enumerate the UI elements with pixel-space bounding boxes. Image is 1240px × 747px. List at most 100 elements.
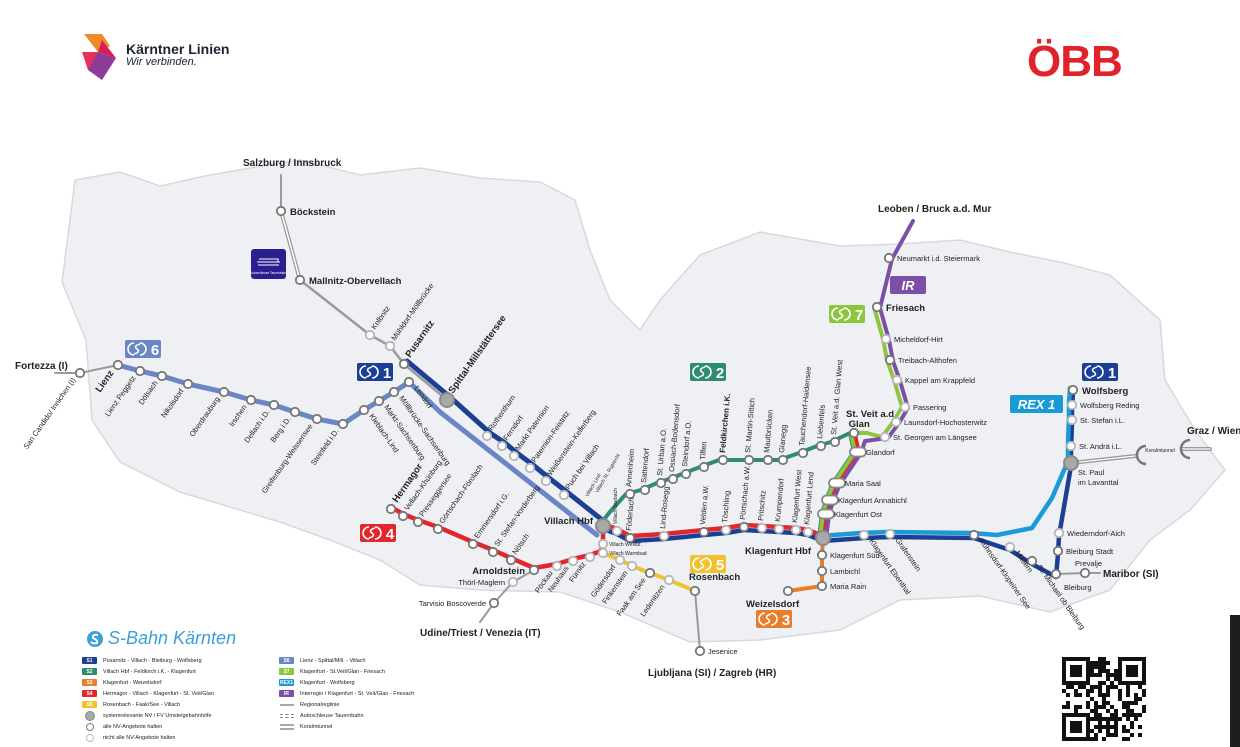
station-marker-markt_sachsenburg[interactable]: [373, 395, 385, 407]
station-marker-pressegger[interactable]: [412, 516, 424, 528]
station-marker-weissenstein[interactable]: [540, 475, 552, 487]
station-marker-launsdorf[interactable]: [890, 416, 902, 428]
station-marker-grafenstein[interactable]: [884, 528, 896, 540]
station-hub-klagenfurt_hbf[interactable]: [815, 530, 831, 546]
line-badge-rex1[interactable]: REX 1: [1010, 395, 1063, 413]
station-marker-goertschach[interactable]: [432, 523, 444, 535]
station-marker-faak[interactable]: [644, 567, 656, 579]
station-marker-sattendorf[interactable]: [639, 484, 651, 496]
station-marker-ferndorf[interactable]: [496, 440, 508, 452]
station-marker-steindorf[interactable]: [680, 468, 692, 480]
station-marker-doelsach[interactable]: [156, 370, 168, 382]
station-marker-mallnitz[interactable]: [294, 274, 306, 286]
station-marker-klagenfurt_sued[interactable]: [816, 549, 828, 561]
station-marker-mittlern[interactable]: [1004, 541, 1016, 553]
station-marker-neumarkt[interactable]: [883, 252, 895, 264]
station-marker-maria_rain[interactable]: [816, 580, 828, 592]
station-marker-tauchendorf[interactable]: [797, 447, 809, 459]
station-marker-friesach[interactable]: [871, 301, 883, 313]
station-marker-liebenfels[interactable]: [815, 440, 827, 452]
station-marker-kleblach[interactable]: [358, 404, 370, 416]
qr-code[interactable]: [1062, 657, 1146, 741]
station-marker-treibach[interactable]: [884, 354, 896, 366]
station-marker-markt_paternion[interactable]: [508, 450, 520, 462]
station-marker-klagenfurt_west[interactable]: [790, 524, 802, 536]
station-marker-dellach[interactable]: [268, 399, 280, 411]
station-marker-annenheim[interactable]: [624, 488, 636, 500]
station-marker-poertschach[interactable]: [738, 521, 750, 533]
line-badge-s6[interactable]: 6: [125, 340, 161, 359]
station-marker-irschen[interactable]: [245, 394, 257, 406]
station-marker-finkenstein[interactable]: [626, 560, 638, 572]
station-hub-spittal[interactable]: [439, 392, 455, 408]
station-marker-kappel[interactable]: [891, 374, 903, 386]
station-marker-thoerl[interactable]: [507, 576, 519, 588]
station-marker-weizelsdorf[interactable]: [782, 585, 794, 597]
station-marker-kolbnitz[interactable]: [364, 329, 376, 341]
station-marker-maria_saal[interactable]: [828, 477, 846, 489]
station-marker-fuernitz[interactable]: [584, 551, 596, 563]
station-marker-steinfeld[interactable]: [337, 418, 349, 430]
station-marker-greifenburg[interactable]: [311, 413, 323, 425]
line-badge-s4[interactable]: 4: [360, 524, 396, 543]
station-marker-villach_seebach[interactable]: [611, 525, 623, 537]
station-marker-passering[interactable]: [899, 401, 911, 413]
line-badge-s3[interactable]: 3: [756, 610, 792, 629]
station-marker-ebenthal[interactable]: [858, 529, 870, 541]
line-badge-ir[interactable]: IR: [890, 276, 926, 294]
station-marker-villach_warmbad[interactable]: [597, 547, 609, 559]
station-marker-berg[interactable]: [289, 406, 301, 418]
station-marker-st_stefan[interactable]: [1066, 414, 1078, 426]
station-marker-vellach[interactable]: [397, 510, 409, 522]
station-marker-kuehnsdorf[interactable]: [968, 529, 980, 541]
station-marker-emmersdorf[interactable]: [467, 538, 479, 550]
station-marker-toeschling[interactable]: [720, 524, 732, 536]
station-marker-st_veit[interactable]: [848, 427, 860, 439]
station-marker-oberdrauburg[interactable]: [218, 386, 230, 398]
station-marker-velden[interactable]: [698, 526, 710, 538]
station-marker-tiffen[interactable]: [698, 461, 710, 473]
station-marker-nikolsdorf[interactable]: [182, 378, 194, 390]
station-marker-jesenice[interactable]: [694, 645, 706, 657]
station-marker-klagenfurt_lend[interactable]: [802, 526, 814, 538]
station-marker-st_michael[interactable]: [1026, 555, 1038, 567]
station-marker-lienz[interactable]: [112, 359, 124, 371]
station-marker-pritschitz[interactable]: [756, 522, 768, 534]
station-marker-pusarnitz[interactable]: [398, 358, 410, 370]
station-marker-feldkirchen[interactable]: [717, 454, 729, 466]
station-marker-noetsch[interactable]: [505, 554, 517, 566]
station-marker-muehldorf[interactable]: [384, 340, 396, 352]
line-badge-s7[interactable]: 7: [829, 305, 865, 324]
station-marker-st_urban[interactable]: [655, 477, 667, 489]
station-marker-lienz_peggetz[interactable]: [134, 365, 146, 377]
station-marker-wolfsberg_reding[interactable]: [1066, 399, 1078, 411]
station-marker-st_stefan_vorderberg[interactable]: [487, 546, 499, 558]
station-marker-glanegg[interactable]: [777, 454, 789, 466]
line-badge-s1_west[interactable]: 1: [357, 363, 393, 382]
station-marker-puch[interactable]: [558, 489, 570, 501]
station-marker-arnoldstein[interactable]: [528, 564, 540, 576]
station-marker-klagenfurt_ost[interactable]: [817, 508, 835, 520]
station-marker-foederlach[interactable]: [624, 532, 636, 544]
station-marker-krumpendorf[interactable]: [773, 523, 785, 535]
station-marker-wolfsberg[interactable]: [1067, 384, 1079, 396]
station-marker-rosenbach[interactable]: [689, 585, 701, 597]
station-marker-st_veit_west[interactable]: [829, 436, 841, 448]
station-marker-st_martin[interactable]: [743, 454, 755, 466]
station-marker-tarvisio[interactable]: [488, 597, 500, 609]
station-marker-san_candido[interactable]: [74, 367, 86, 379]
station-marker-rothenthurn[interactable]: [481, 430, 493, 442]
station-marker-goedersdorf[interactable]: [614, 554, 626, 566]
station-marker-lendorf[interactable]: [403, 376, 415, 388]
station-marker-poeckau[interactable]: [551, 560, 563, 572]
station-marker-neuhaus[interactable]: [567, 555, 579, 567]
station-marker-lambichl[interactable]: [816, 565, 828, 577]
station-marker-st_georgen[interactable]: [879, 431, 891, 443]
station-marker-ossiach[interactable]: [667, 473, 679, 485]
line-badge-s1_east[interactable]: 1: [1082, 363, 1118, 382]
station-marker-villach_westbf[interactable]: [597, 538, 609, 550]
station-marker-annabichl[interactable]: [821, 494, 839, 506]
station-marker-paternion_feistritz[interactable]: [524, 462, 536, 474]
station-marker-prevalje[interactable]: [1079, 567, 1091, 579]
station-marker-hermagor[interactable]: [385, 503, 397, 515]
